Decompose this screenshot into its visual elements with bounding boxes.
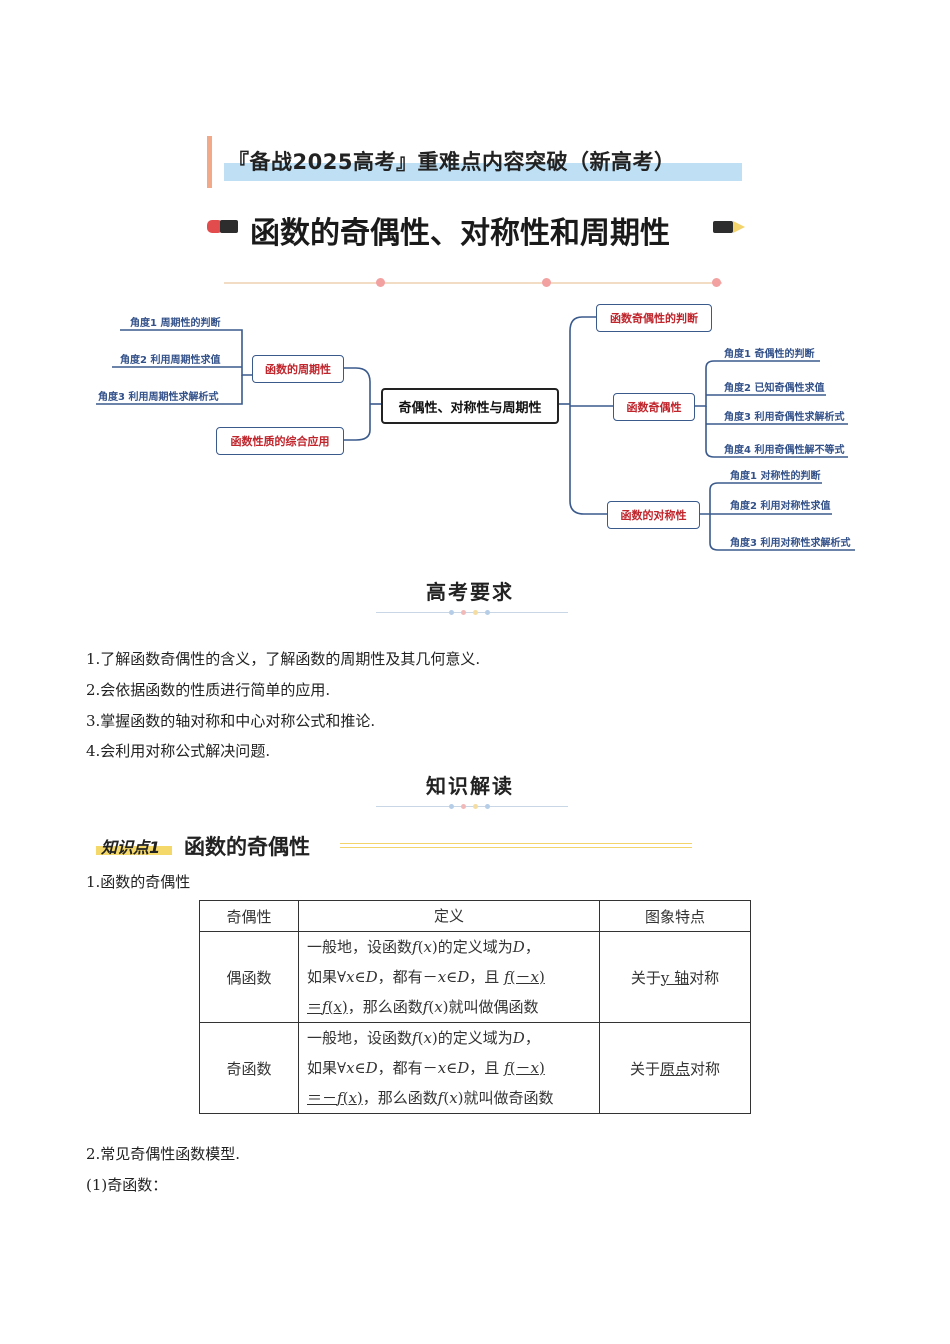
- requirement-item: 4.会利用对称公式解决问题.: [86, 742, 271, 760]
- header-highlight-band: [224, 163, 742, 181]
- section-heading-requirements: 高考要求: [426, 580, 514, 604]
- subheading-models: 2.常见奇偶性函数模型.: [86, 1145, 241, 1163]
- requirement-item: 1.了解函数奇偶性的含义，了解函数的周期性及其几何意义.: [86, 650, 481, 668]
- table-cell-odd-feature: 关于原点对称: [599, 1022, 751, 1114]
- table-header: 奇偶性: [199, 900, 299, 932]
- section-divider: [376, 612, 568, 613]
- header-divider: [224, 282, 722, 284]
- parity-definition-table: 奇偶性 定义 图象特点 偶函数 一般地，设函数f(x)的定义域为D， 如果∀x∈…: [199, 900, 751, 1114]
- node-periodicity: 函数的周期性: [252, 355, 344, 383]
- section-dot: [473, 610, 478, 615]
- section-divider: [376, 806, 568, 807]
- divider-dot: [376, 278, 385, 287]
- mindmap-connectors: [96, 316, 855, 551]
- section-dot: [473, 804, 478, 809]
- page-title: 函数的奇偶性、对称性和周期性: [250, 216, 670, 251]
- leaf-parity-2: 角度2 已知奇偶性求值: [724, 383, 825, 394]
- header-subtitle: 『备战2025高考』重难点内容突破（新高考）: [228, 150, 676, 174]
- node-symmetry: 函数的对称性: [607, 501, 700, 529]
- subheading-parity: 1.函数的奇偶性: [86, 873, 191, 891]
- requirement-item: 3.掌握函数的轴对称和中心对称公式和推论.: [86, 712, 376, 730]
- section-dot: [485, 804, 490, 809]
- leaf-parity-1: 角度1 奇偶性的判断: [724, 349, 815, 360]
- knowledge-point-highlight: [96, 846, 172, 855]
- table-cell-even-name: 偶函数: [199, 931, 299, 1023]
- table-cell-odd-name: 奇函数: [199, 1022, 299, 1114]
- table-header: 图象特点: [599, 900, 751, 932]
- knowledge-point-label: 知识点1: [101, 838, 161, 857]
- leaf-parity-3: 角度3 利用奇偶性求解析式: [724, 412, 845, 423]
- pencil-icon: [713, 221, 745, 233]
- section-dot: [485, 610, 490, 615]
- table-header: 定义: [298, 900, 600, 932]
- eraser-icon: [207, 220, 238, 233]
- knowledge-point-title: 函数的奇偶性: [184, 835, 310, 859]
- leaf-sym-2: 角度2 利用对称性求值: [730, 501, 831, 512]
- requirement-item: 2.会依据函数的性质进行简单的应用.: [86, 681, 331, 699]
- leaf-sym-1: 角度1 对称性的判断: [730, 471, 821, 482]
- section-dot: [461, 610, 466, 615]
- table-cell-even-definition: 一般地，设函数f(x)的定义域为D， 如果∀x∈D，都有－x∈D，且 f(－x)…: [298, 931, 600, 1023]
- section-dot: [449, 610, 454, 615]
- section-dot: [449, 804, 454, 809]
- leaf-period-3: 角度3 利用周期性求解析式: [98, 392, 219, 403]
- subheading-odd-function: (1)奇函数：: [86, 1176, 168, 1194]
- node-center: 奇偶性、对称性与周期性: [381, 388, 559, 424]
- section-heading-knowledge: 知识解读: [426, 774, 514, 798]
- node-parity: 函数奇偶性: [613, 393, 695, 421]
- divider-dot: [712, 278, 721, 287]
- leaf-period-2: 角度2 利用周期性求值: [120, 355, 221, 366]
- divider-dot: [542, 278, 551, 287]
- node-parity-judge: 函数奇偶性的判断: [596, 304, 712, 332]
- knowledge-point-rule: [340, 843, 692, 844]
- section-dot: [461, 804, 466, 809]
- leaf-period-1: 角度1 周期性的判断: [130, 318, 221, 329]
- knowledge-point-rule: [340, 847, 692, 848]
- leaf-parity-4: 角度4 利用奇偶性解不等式: [724, 445, 845, 456]
- leaf-sym-3: 角度3 利用对称性求解析式: [730, 538, 851, 549]
- header-accent-bar: [207, 136, 212, 188]
- table-cell-odd-definition: 一般地，设函数f(x)的定义域为D， 如果∀x∈D，都有－x∈D，且 f(－x)…: [298, 1022, 600, 1114]
- node-comprehensive: 函数性质的综合应用: [216, 427, 344, 455]
- table-cell-even-feature: 关于y 轴对称: [599, 931, 751, 1023]
